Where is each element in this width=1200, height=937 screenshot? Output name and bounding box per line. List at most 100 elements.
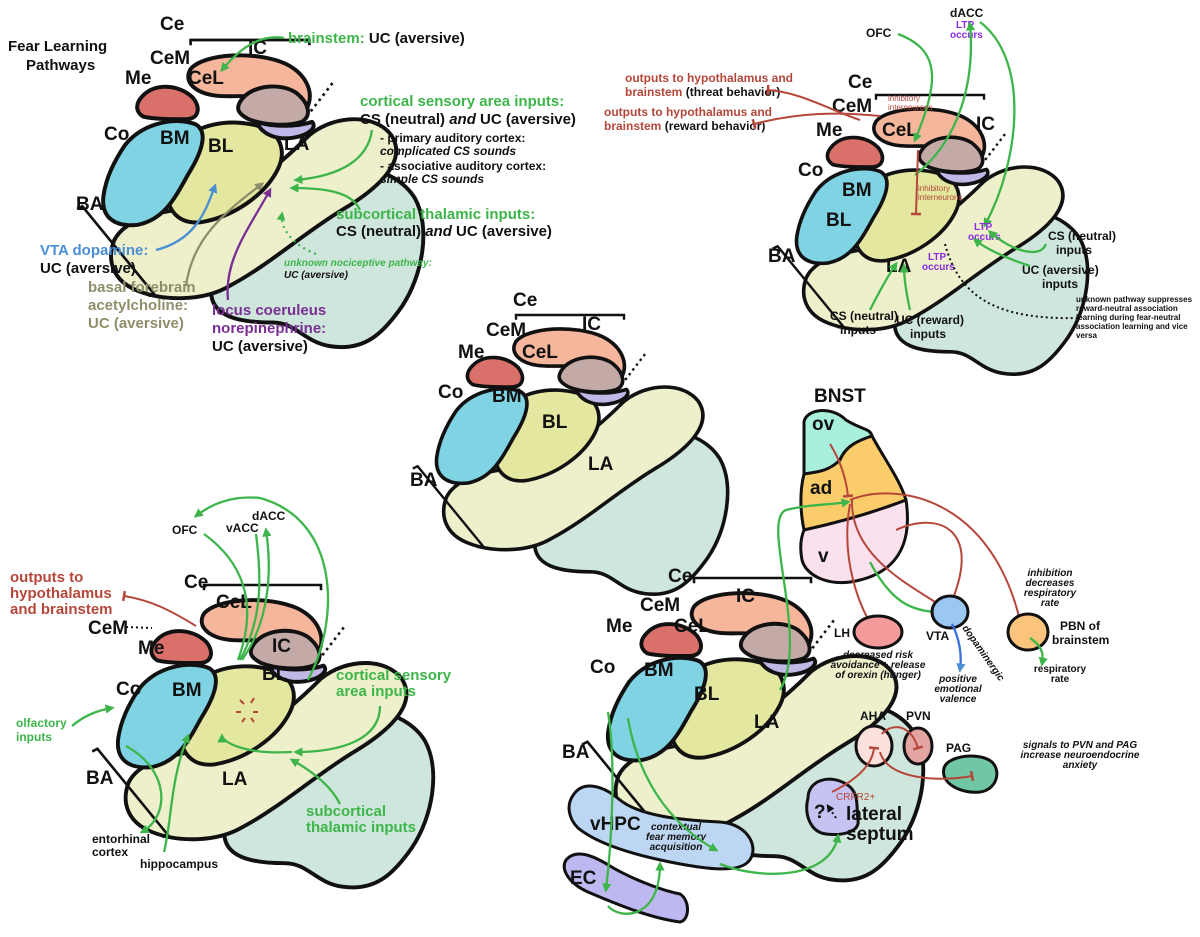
- label-cem: CeM: [486, 320, 526, 341]
- label-cel: CeL: [674, 616, 710, 637]
- uc-aversive-line2: inputs: [1042, 277, 1078, 291]
- pbn-line2: brainstem: [1052, 633, 1109, 647]
- hippocampus-label: hippocampus: [140, 857, 218, 871]
- label-co: Co: [116, 679, 141, 700]
- cs-right-line1: CS (neutral): [1048, 229, 1116, 243]
- arrow-vta-dopaminergic: [950, 623, 966, 673]
- arrow-ofc: [897, 32, 934, 143]
- v-label: v: [818, 546, 829, 567]
- vta-dopamine-title: VTA dopamine:: [40, 242, 148, 259]
- out-threat-line2: brainstem (threat behavior): [625, 85, 780, 99]
- dacc-label: dACC: [950, 6, 984, 20]
- label-bl: BL: [208, 136, 234, 157]
- inhib-aha-to-pag: [879, 751, 975, 782]
- label-me: Me: [458, 342, 484, 363]
- inhib-v-to-vta: [895, 521, 963, 614]
- inhib-bl-line2: interneurons: [918, 193, 962, 202]
- bnst-label: BNST: [814, 386, 866, 407]
- label-ic: IC: [582, 314, 601, 335]
- associative-auditory-value: simple CS sounds: [380, 172, 484, 186]
- vta-node: [930, 594, 970, 630]
- arrow-vta-dopamine: [155, 183, 218, 252]
- uc-reward-line1: UC (reward): [896, 313, 964, 327]
- aha-node: [854, 724, 894, 768]
- label-bm: BM: [160, 128, 190, 149]
- label-me: Me: [125, 68, 151, 89]
- label-bm: BM: [842, 180, 872, 201]
- inhib-note-line4: rate: [1041, 598, 1060, 609]
- inhib-note-line3: respiratory: [1024, 588, 1077, 599]
- ltp-la-right-line2: occurs: [968, 232, 1001, 243]
- label-ce: Ce: [160, 14, 184, 35]
- arrow-respiratory: [1029, 637, 1048, 667]
- ofc-label: OFC: [866, 26, 892, 40]
- arrow-from-dacc: [979, 21, 1016, 228]
- inhib-note-line2: decreases: [1026, 578, 1075, 589]
- arrow-cortical: [293, 705, 382, 757]
- subcortical-line1: subcortical: [306, 803, 386, 820]
- ov-label: ov: [812, 414, 835, 435]
- ofc-label: OFC: [172, 523, 198, 537]
- arrow-cs-right: [987, 230, 1048, 254]
- valence-line1: positive: [938, 674, 977, 685]
- arrow-subcortical: [289, 183, 362, 211]
- ltp-la-right-line1: LTP: [974, 222, 992, 233]
- label-cem: CeM: [150, 48, 190, 69]
- acetylcholine-line1: basal forebrain: [88, 279, 196, 296]
- inhib-cel-to-bl: [910, 149, 922, 216]
- panel-valence-labels: Ce CeM CeL Me IC Co BM BL LA BA OFC dACC…: [604, 6, 1193, 341]
- panel-fear-learning-labels: Ce CeM CeL Me IC Co BM BL LA BA Fear Lea…: [8, 14, 576, 355]
- vhpc-label: vHPC: [590, 814, 641, 835]
- crfr2-label: CRFR2+: [836, 792, 875, 803]
- unknown-line2: reward-neutral association: [1076, 304, 1178, 313]
- arrow-uc-reward: [899, 263, 912, 311]
- arrow-to-entorhinal: [125, 744, 163, 834]
- acetylcholine-line3: UC (aversive): [88, 315, 184, 332]
- subcortical-line2: thalamic inputs: [306, 819, 416, 836]
- inhib-ad-to-vta: [850, 499, 948, 613]
- vacc-label: vACC: [226, 521, 259, 535]
- label-la: LA: [284, 134, 310, 155]
- label-cel: CeL: [216, 592, 252, 613]
- arrow-to-dacc: [241, 527, 272, 661]
- label-bl: BL: [542, 412, 568, 433]
- inhib-septum-to-aha: [831, 746, 880, 793]
- label-bm: BM: [172, 680, 202, 701]
- subcortical-cs-uc: CS (neutral) and UC (aversive): [336, 223, 552, 240]
- uc-aversive-line1: UC (aversive): [1022, 263, 1099, 277]
- arrow-subcortical-bl: [217, 733, 293, 754]
- resp-line2: rate: [1051, 674, 1070, 685]
- context-line2: fear memory: [646, 832, 706, 843]
- ltp-dacc-line2: occurs: [950, 30, 983, 41]
- question-mark: ?: [814, 802, 826, 823]
- label-bl: BL: [694, 684, 720, 705]
- cortical-cs-uc: CS (neutral) and UC (aversive): [360, 111, 576, 128]
- label-ce: Ce: [848, 72, 872, 93]
- signals-line1: signals to PVN and PAG: [1023, 740, 1137, 751]
- arrow-out-hypothalamus: [122, 590, 197, 627]
- out-line1: outputs to: [10, 569, 83, 586]
- arrow-out-threat: [766, 84, 861, 121]
- arrow-subcortical: [289, 758, 342, 805]
- unknown-line5: versa: [1076, 331, 1097, 340]
- label-bm: BM: [492, 386, 522, 407]
- brainstem-label: brainstem: UC (aversive): [288, 30, 465, 47]
- label-bl: BL: [826, 210, 852, 231]
- label-ba: BA: [86, 768, 114, 789]
- ad-label: ad: [810, 478, 832, 499]
- label-ic: IC: [272, 636, 291, 657]
- label-cel: CeL: [188, 68, 224, 89]
- label-me: Me: [816, 120, 842, 141]
- panel-title-line2: Pathways: [26, 57, 95, 74]
- ltp-dacc-line1: LTP: [956, 20, 974, 31]
- arrow-vacc-in: [238, 533, 261, 661]
- arrow-nociceptive: [276, 211, 317, 256]
- label-cem: CeM: [640, 595, 680, 616]
- unknown-line3: learning during fear-neutral: [1076, 313, 1180, 322]
- panel-anxiety-left-labels: Ce CeM CeL Me IC Co BM BL LA BA OFC vACC…: [10, 496, 452, 871]
- lateral-septum-line1: lateral: [846, 804, 902, 825]
- unknown-line4: association learning and vice: [1076, 322, 1188, 331]
- out-threat-line1: outputs to hypothalamus and: [625, 71, 793, 85]
- unknown-line1: unknown pathway suppresses: [1076, 295, 1193, 304]
- aha-label: AHA: [860, 709, 886, 723]
